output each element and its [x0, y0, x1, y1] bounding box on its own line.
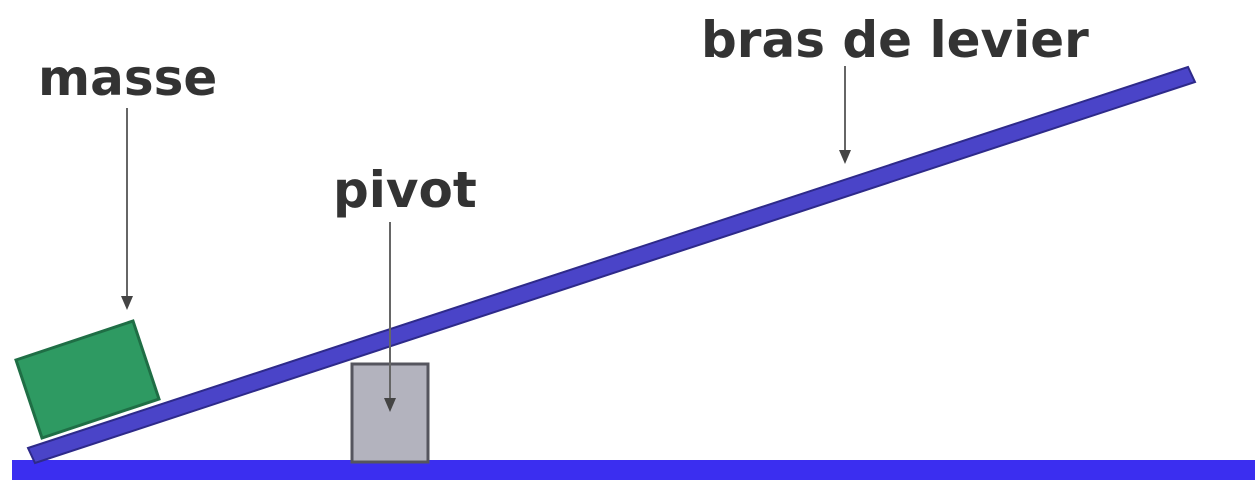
pivot-label: pivot: [333, 161, 477, 219]
lever-arm-leader-arrow: [839, 66, 851, 164]
lever-arm: [26, 65, 1197, 465]
mass-leader-arrow: [121, 108, 133, 310]
pivot-leader-arrow: [384, 222, 396, 412]
mass-label: masse: [38, 49, 217, 107]
ground-line: [12, 460, 1255, 480]
mass-box: [14, 319, 161, 440]
lever-arm-label: bras de levier: [701, 11, 1089, 69]
